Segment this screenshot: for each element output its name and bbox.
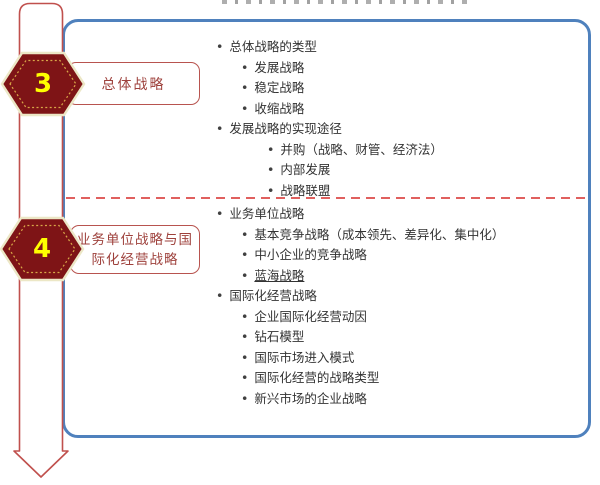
hexagon-node-3: 3 [0,51,86,117]
list-item-text: 钻石模型 [254,329,305,344]
list-item-text: 新兴市场的企业战略 [254,390,367,406]
node-4-number: 4 [32,234,52,264]
list-item-text: 并购（战略、财管、经济法） [280,141,443,157]
list-item-text: 发展战略 [254,59,305,75]
list-item-text: 收缩战略 [254,100,305,116]
list-item: • 发展战略 [210,58,592,79]
hexagon-shape-icon [0,216,85,282]
list-item: • 稳定战略 [210,78,592,99]
list-item: • 基本竞争战略（成本领先、差异化、集中化） [210,225,592,246]
bullet-icon: • [216,206,224,221]
list-item-text: 稳定战略 [254,80,305,95]
list-item: • 并购（战略、财管、经济法） [210,140,592,161]
bullet-icon: • [216,121,224,136]
section-4-bullet-list: • 业务单位战略 • 基本竞争战略（成本领先、差异化、集中化） • 中小企业的竞争战略… [210,204,592,409]
dashed-divider [66,197,590,199]
node-4-label-box: 业务单位战略与国 际化经营战略 [70,225,200,274]
bullet-icon: • [241,370,249,385]
bullet-icon: • [241,349,249,365]
list-item: • 总体战略的类型 [210,37,592,58]
list-item: • 企业国际化经营动因 [210,307,592,328]
list-item: • 新兴市场的企业战略 [210,389,592,410]
list-item-text: 基本竞争战略（成本领先、差异化、集中化） [254,226,505,242]
list-item-text: 蓝海战略 [254,267,305,283]
bullet-icon: • [241,308,249,324]
bullet-icon: • [216,39,224,54]
list-item: • 蓝海战略 [210,266,592,287]
section-3-bullet-list: • 总体战略的类型 • 发展战略 • 稳定战略 • 收缩战略 • 发展战略的实现途径 • 并… [210,37,592,201]
node-4-label: 业务单位战略与国 际化经营战略 [77,231,193,268]
list-item: • 战略联盟 [210,181,592,202]
bullet-icon: • [241,226,249,242]
bullet-icon: • [241,267,249,283]
bullet-icon: • [267,182,275,198]
list-item: • 中小企业的竞争战略 [210,245,592,266]
hexagon-node-4: 4 [0,216,85,282]
bullet-icon: • [267,162,275,177]
list-item: • 收缩战略 [210,99,592,120]
list-item: • 业务单位战略 [210,204,592,225]
list-item: • 国际市场进入模式 [210,348,592,369]
list-item-text: 业务单位战略 [229,206,305,221]
list-item: • 内部发展 [210,160,592,181]
list-item: • 发展战略的实现途径 [210,119,592,140]
list-item-text: 国际化经营战略 [229,288,317,303]
cropped-title-fragment [222,0,472,4]
bullet-icon: • [241,329,249,344]
list-item-text: 总体战略的类型 [229,39,317,54]
list-item-text: 发展战略的实现途径 [229,121,342,136]
node-3-label: 总体战略 [101,76,166,93]
node-3-number: 3 [33,69,53,99]
bullet-icon: • [267,141,275,157]
bullet-icon: • [216,288,224,303]
bullet-icon: • [241,390,249,406]
bullet-icon: • [241,247,249,262]
list-item-text: 战略联盟 [280,182,331,198]
list-item-text: 内部发展 [280,162,331,177]
list-item: • 国际化经营战略 [210,286,592,307]
node-3-label-box: 总体战略 [67,62,200,105]
bullet-icon: • [241,59,249,75]
hexagon-shape-icon [0,51,86,117]
list-item: • 国际化经营的战略类型 [210,368,592,389]
list-item-text: 国际化经营的战略类型 [254,370,380,385]
list-item: • 钻石模型 [210,327,592,348]
bullet-icon: • [241,80,249,95]
list-item-text: 企业国际化经营动因 [254,308,367,324]
list-item-text: 中小企业的竞争战略 [254,247,367,262]
list-item-text: 国际市场进入模式 [254,349,355,365]
bullet-icon: • [241,100,249,116]
